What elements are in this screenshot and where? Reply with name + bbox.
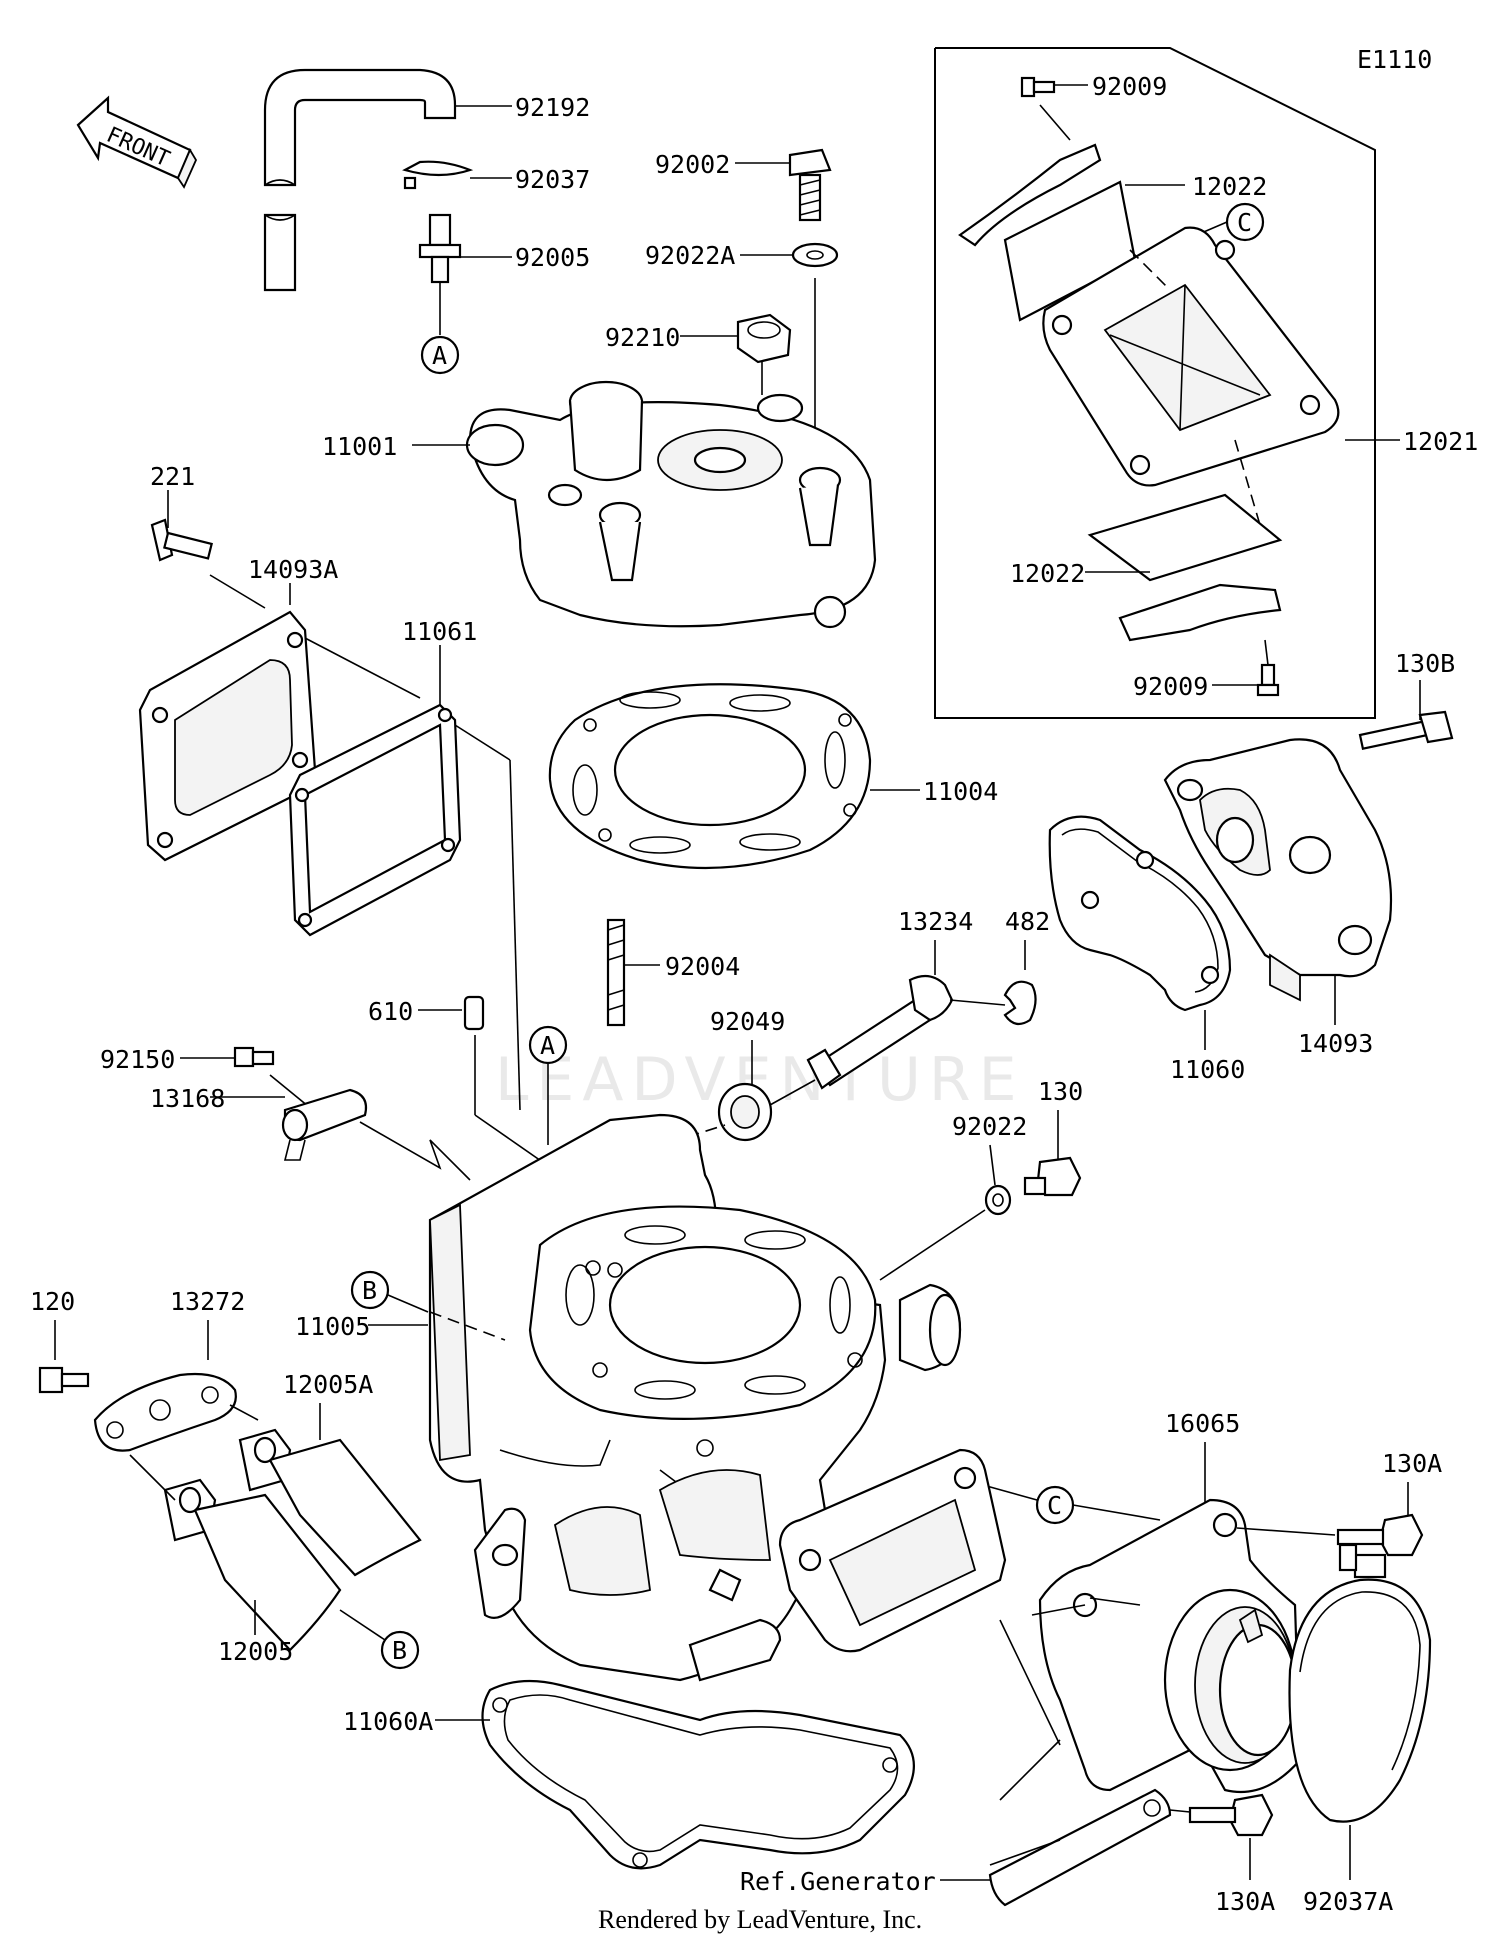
part-label-12005: 12005 xyxy=(218,1637,293,1666)
power-valve-12005a xyxy=(238,1428,422,1577)
exhaust-valve-cover-14093 xyxy=(1163,738,1393,1002)
screw-92150 xyxy=(233,1046,275,1068)
callout-a-circle-top xyxy=(420,335,460,375)
reed-stopper-bottom xyxy=(1118,583,1282,642)
reed-petal-bottom xyxy=(1087,493,1283,582)
reed-stopper-screw-bottom xyxy=(1256,663,1280,697)
power-valve-12005 xyxy=(163,1478,342,1652)
part-label-14093A: 14093A xyxy=(248,555,338,584)
exhaust-valve-gasket xyxy=(288,703,462,937)
part-label-12005A: 12005A xyxy=(283,1370,373,1399)
callout-b-cylinder: B xyxy=(362,1276,377,1305)
callout-b-circle-valve xyxy=(380,1630,420,1670)
part-label-11004: 11004 xyxy=(923,777,998,806)
part-label-92150: 92150 xyxy=(100,1045,175,1074)
exhaust-valve-cover-gasket xyxy=(1048,815,1232,1012)
part-label-11005: 11005 xyxy=(295,1312,370,1341)
part-label-92009-bottom: 92009 xyxy=(1133,672,1208,701)
part-label-11060: 11060 xyxy=(1170,1055,1245,1084)
part-label-130A-bottom: 130A xyxy=(1215,1887,1275,1916)
cylinder xyxy=(428,1113,962,1682)
cylinder-head-nut xyxy=(736,313,792,364)
part-label-92037A: 92037A xyxy=(1303,1887,1393,1916)
front-arrow-icon: FRONT xyxy=(76,95,198,189)
part-label-120: 120 xyxy=(30,1287,75,1316)
breather-hose xyxy=(263,68,457,292)
cylinder-base-gasket xyxy=(481,1679,915,1870)
callout-b-valve: B xyxy=(392,1636,407,1665)
reed-valve-seat xyxy=(778,1448,1007,1653)
reed-valve-body xyxy=(1042,226,1340,487)
bolt-130b xyxy=(1358,710,1454,750)
washer-92022a xyxy=(791,242,839,268)
hose-clamp xyxy=(402,160,474,190)
part-label-130B: 130B xyxy=(1395,649,1455,678)
callout-a-cylinder: A xyxy=(540,1031,555,1060)
part-label-13168: 13168 xyxy=(150,1084,225,1113)
cylinder-head xyxy=(465,380,877,629)
part-label-92022: 92022 xyxy=(952,1112,1027,1141)
part-label-610: 610 xyxy=(368,997,413,1026)
part-label-12022-top: 12022 xyxy=(1192,172,1267,201)
intake-clamp xyxy=(1288,1543,1432,1823)
part-label-92210: 92210 xyxy=(605,323,680,352)
cylinder-head-bolt xyxy=(788,148,832,222)
part-label-92002: 92002 xyxy=(655,150,730,179)
intake-manifold xyxy=(1038,1498,1302,1794)
part-label-92192: 92192 xyxy=(515,93,590,122)
part-label-12021: 12021 xyxy=(1403,427,1478,456)
part-label-13234: 13234 xyxy=(898,907,973,936)
part-label-14093: 14093 xyxy=(1298,1029,1373,1058)
part-label-11061: 11061 xyxy=(402,617,477,646)
generator-reference-bracket xyxy=(988,1788,1172,1907)
diagram-code: E1110 xyxy=(1357,45,1432,74)
reed-stopper-screw-top xyxy=(1020,76,1056,98)
part-label-130: 130 xyxy=(1038,1077,1083,1106)
part-label-92037: 92037 xyxy=(515,165,590,194)
bolt-130 xyxy=(1023,1156,1082,1197)
dowel-pin xyxy=(463,995,485,1031)
exhaust-valve-rod xyxy=(806,974,954,1090)
exhaust-valve-holder xyxy=(281,1088,368,1161)
stud-bolt xyxy=(606,918,626,1027)
breather-fitting xyxy=(418,213,462,284)
e-clip xyxy=(1003,980,1037,1026)
callout-c-cylinder: C xyxy=(1047,1491,1062,1520)
exhaust-valve-cover xyxy=(138,610,317,862)
part-label-13272: 13272 xyxy=(170,1287,245,1316)
washer-92022 xyxy=(984,1184,1012,1216)
part-label-221: 221 xyxy=(150,462,195,491)
screw-221 xyxy=(150,518,213,562)
reed-stopper-top xyxy=(958,143,1102,247)
part-label-92049: 92049 xyxy=(710,1007,785,1036)
reed-valve-assembly-box xyxy=(934,47,1376,719)
part-label-92009-top: 92009 xyxy=(1092,72,1167,101)
ref-note: Ref.Generator xyxy=(740,1867,936,1896)
part-label-482: 482 xyxy=(1005,907,1050,936)
bolt-130a-bottom xyxy=(1188,1793,1274,1837)
part-label-92004: 92004 xyxy=(665,952,740,981)
part-label-92005: 92005 xyxy=(515,243,590,272)
part-label-11001: 11001 xyxy=(322,432,397,461)
callout-a-top: A xyxy=(432,341,447,370)
part-label-92022A: 92022A xyxy=(645,241,735,270)
callout-c-top: C xyxy=(1237,208,1252,237)
part-label-12022-bottom: 12022 xyxy=(1010,559,1085,588)
bolt-130a-top xyxy=(1336,1513,1424,1557)
part-label-16065: 16065 xyxy=(1165,1409,1240,1438)
power-valve-plate xyxy=(93,1372,237,1452)
bolt-120 xyxy=(38,1366,90,1394)
callout-b-circle-cylinder xyxy=(350,1270,390,1310)
oil-seal xyxy=(717,1082,773,1142)
footer-credit: Rendered by LeadVenture, Inc. xyxy=(598,1905,922,1934)
cylinder-head-gasket xyxy=(548,683,872,870)
part-label-130A-top: 130A xyxy=(1382,1449,1442,1478)
part-label-11060A: 11060A xyxy=(343,1707,433,1736)
